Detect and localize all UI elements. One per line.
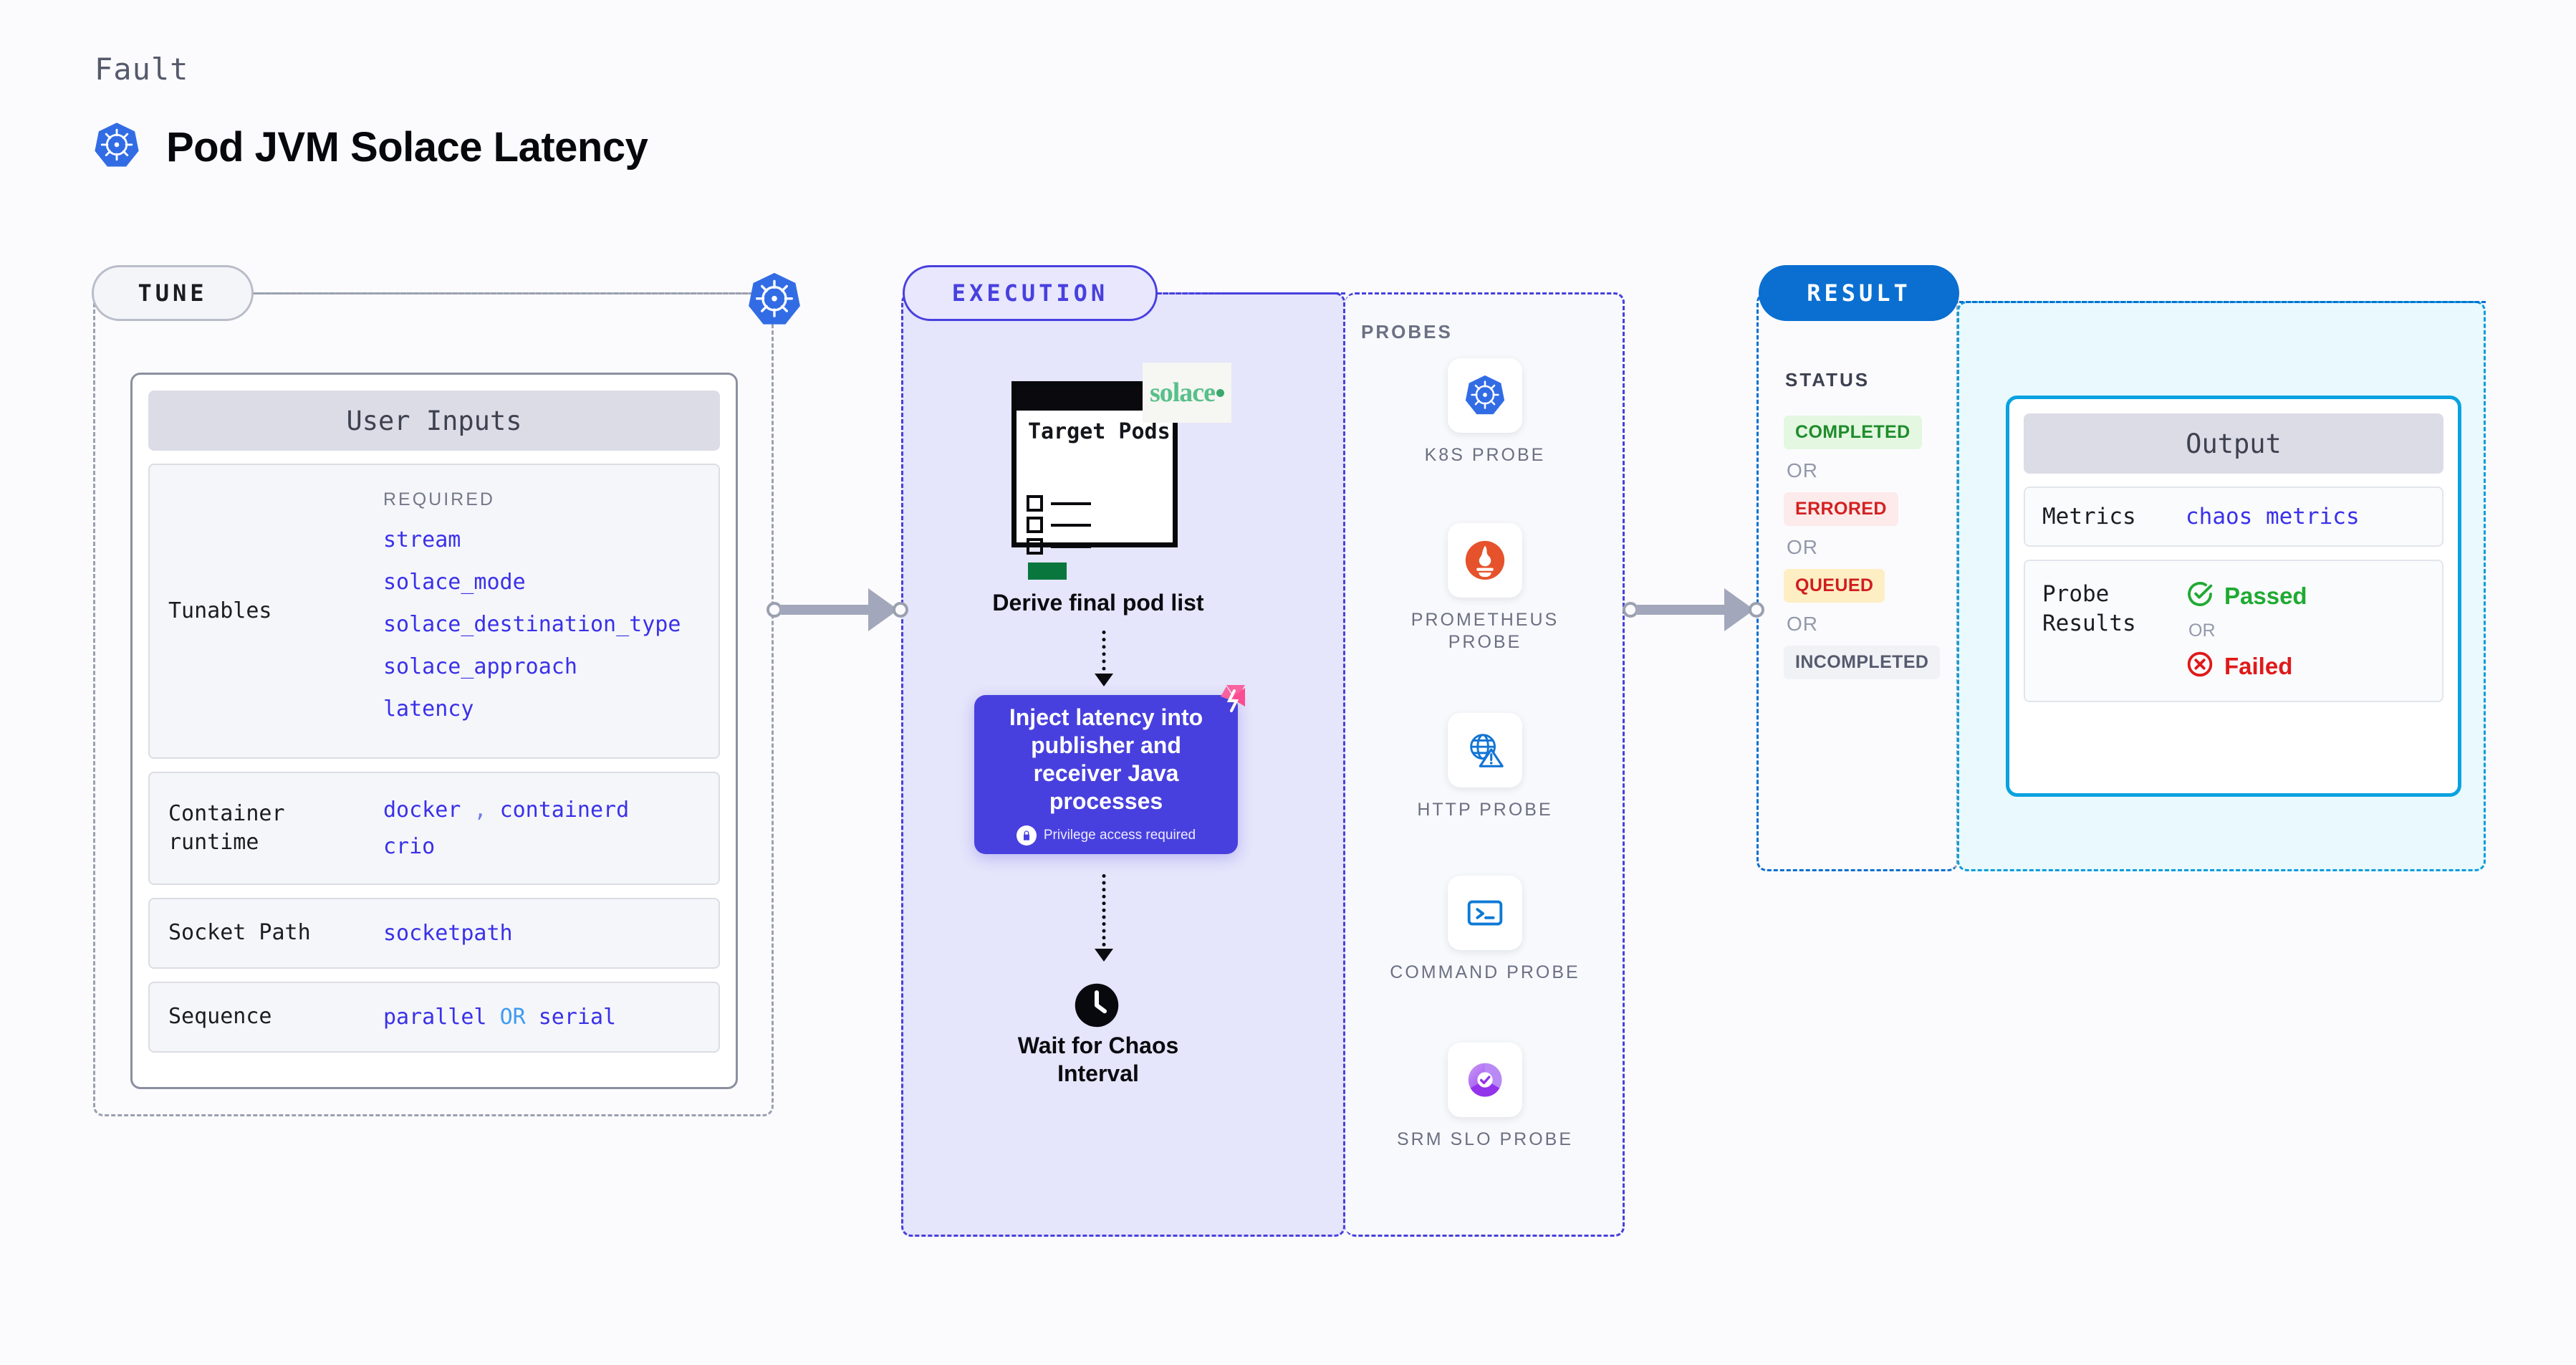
sequence-row: Sequence parallel OR serial <box>148 982 720 1053</box>
metrics-label: Metrics <box>2042 504 2136 530</box>
execution-pill-connector <box>1158 292 1345 294</box>
arrow-derive-to-inject <box>1093 631 1115 686</box>
passed-label: Passed <box>2224 582 2307 609</box>
output-card: Output Metrics chaos metrics Probe Resul… <box>2006 396 2461 797</box>
probe-result-passed: Passed <box>2186 580 2307 612</box>
privilege-note: Privilege access required <box>1016 825 1196 846</box>
probe-srm-slo-label: SRM SLO PROBE <box>1397 1129 1573 1149</box>
container-runtime-label: Container runtime <box>168 800 285 856</box>
lock-icon <box>1016 825 1037 846</box>
inject-latency-text: Inject latency into publisher and receiv… <box>1009 704 1203 815</box>
tune-to-execution-arrow <box>766 588 910 632</box>
sequence-label: Sequence <box>168 1004 272 1030</box>
probe-prometheus-label: PROMETHEUS PROBE <box>1410 610 1559 653</box>
runtime-crio[interactable]: crio <box>383 834 436 859</box>
clock-icon <box>1073 982 1120 1029</box>
http-globe-warning-icon <box>1448 713 1522 787</box>
socket-path-row: Socket Path socketpath <box>148 898 720 969</box>
solace-logo: solace <box>1143 363 1231 423</box>
x-circle-icon <box>2186 650 2214 682</box>
probe-results-values: Passed OR Failed <box>2186 580 2307 682</box>
container-runtime-values: docker , containerd crio <box>383 792 629 865</box>
solace-wordmark: solace <box>1149 378 1216 408</box>
user-inputs-card: User Inputs Tunables REQUIRED stream sol… <box>130 373 738 1089</box>
status-badge-incompleted: INCOMPLETED <box>1784 646 1941 679</box>
status-badge-errored: ERRORED <box>1784 492 1898 526</box>
kubernetes-icon <box>1448 358 1522 433</box>
metrics-value[interactable]: chaos metrics <box>2186 504 2360 530</box>
kubernetes-icon <box>92 120 142 174</box>
sequence-serial[interactable]: serial <box>538 1005 617 1030</box>
required-label: REQUIRED <box>383 489 495 509</box>
user-inputs-title: User Inputs <box>148 391 720 451</box>
status-or-1: OR <box>1787 459 1818 482</box>
page-title: Pod JVM Solace Latency <box>166 124 648 171</box>
solace-dot-icon <box>1216 388 1225 397</box>
tunable-solace-destination-type[interactable]: solace_destination_type <box>383 612 681 637</box>
probe-command[interactable]: COMMAND PROBE <box>1381 876 1589 984</box>
status-badge-completed: COMPLETED <box>1784 416 1922 449</box>
runtime-separator: , <box>474 798 487 823</box>
socket-path-label: Socket Path <box>168 920 311 946</box>
tunables-values: REQUIRED stream solace_mode solace_desti… <box>383 489 681 733</box>
failed-label: Failed <box>2224 652 2293 679</box>
runtime-containerd[interactable]: containerd <box>499 798 630 823</box>
result-pill[interactable]: RESULT <box>1759 265 1959 321</box>
probe-k8s-label: K8S PROBE <box>1424 445 1546 465</box>
status-title: STATUS <box>1785 369 1870 391</box>
container-runtime-row: Container runtime docker , containerd cr… <box>148 772 720 885</box>
tunable-stream[interactable]: stream <box>383 527 461 552</box>
tunables-row: Tunables REQUIRED stream solace_mode sol… <box>148 464 720 759</box>
probe-http-label: HTTP PROBE <box>1417 800 1553 820</box>
status-or-3: OR <box>1787 613 1818 635</box>
page-title-row: Pod JVM Solace Latency <box>92 120 648 174</box>
socket-path-value[interactable]: socketpath <box>383 921 513 946</box>
probe-results-or: OR <box>2188 621 2216 641</box>
runtime-docker[interactable]: docker <box>383 798 461 823</box>
execution-to-result-arrow <box>1623 588 1766 632</box>
prometheus-icon <box>1448 523 1522 598</box>
probe-command-label: COMMAND PROBE <box>1390 962 1580 982</box>
inject-latency-step[interactable]: Inject latency into publisher and receiv… <box>974 685 1245 854</box>
probe-k8s[interactable]: K8S PROBE <box>1381 358 1589 466</box>
probe-result-failed: Failed <box>2186 650 2307 682</box>
sequence-parallel[interactable]: parallel <box>383 1005 487 1030</box>
terminal-icon <box>1448 876 1522 950</box>
tunables-label: Tunables <box>168 598 272 623</box>
tunable-solace-mode[interactable]: solace_mode <box>383 570 526 595</box>
kubernetes-icon <box>745 270 804 329</box>
srm-slo-donut-check-icon <box>1448 1043 1522 1117</box>
execution-pill[interactable]: EXECUTION <box>903 265 1158 321</box>
document-checklist-icon: Target Pods solace <box>1011 363 1231 580</box>
status-list: COMPLETED OR ERRORED OR QUEUED OR INCOMP… <box>1784 416 1948 679</box>
sequence-joiner: OR <box>499 1005 526 1030</box>
derive-pod-list-caption: Derive final pod list <box>992 590 1204 616</box>
output-title: Output <box>2024 413 2443 474</box>
arrow-inject-to-wait <box>1093 874 1115 962</box>
sequence-values: parallel OR serial <box>383 999 616 1035</box>
wait-chaos-interval-caption: Wait for Chaos Interval <box>1017 1033 1179 1087</box>
result-pill-connector <box>1959 301 2486 303</box>
probe-prometheus[interactable]: PROMETHEUS PROBE <box>1381 523 1589 654</box>
page-kicker: Fault <box>95 52 189 87</box>
tune-pill[interactable]: TUNE <box>92 265 254 321</box>
harness-chaos-icon <box>1205 681 1249 725</box>
privilege-note-text: Privilege access required <box>1043 828 1196 843</box>
probe-results-row: Probe Results Passed OR <box>2024 560 2443 703</box>
tune-pill-connector <box>254 292 748 294</box>
tunable-solace-approach[interactable]: solace_approach <box>383 654 577 679</box>
check-circle-icon <box>2186 580 2214 612</box>
probe-results-label: Probe Results <box>2042 581 2136 636</box>
metrics-row: Metrics chaos metrics <box>2024 487 2443 547</box>
status-badge-queued: QUEUED <box>1784 569 1885 603</box>
status-or-2: OR <box>1787 536 1818 558</box>
probes-title: PROBES <box>1361 321 1453 343</box>
tunable-latency[interactable]: latency <box>383 696 474 722</box>
probe-http[interactable]: HTTP PROBE <box>1381 713 1589 821</box>
target-pods-title: Target Pods <box>1028 419 1171 444</box>
probe-srm-slo[interactable]: SRM SLO PROBE <box>1381 1043 1589 1151</box>
